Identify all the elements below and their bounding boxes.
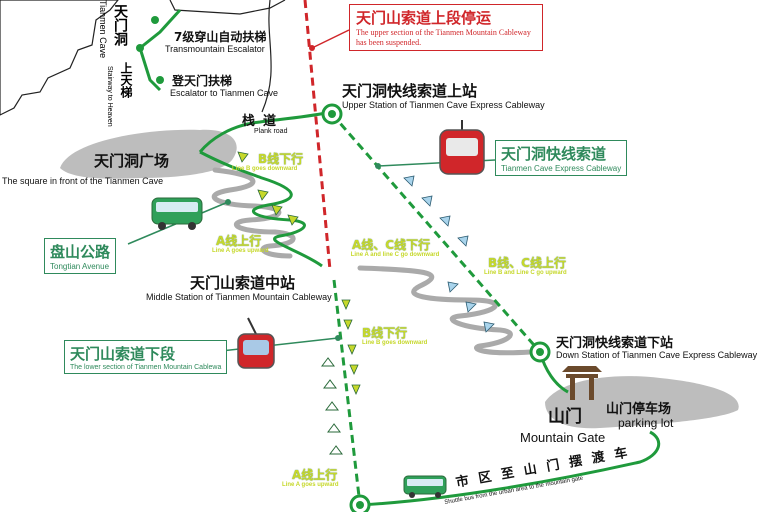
stairs-cn: 上天梯 <box>119 62 133 98</box>
mountain-gate-en: Mountain Gate <box>520 430 606 445</box>
line-a-up-2-en: Line A goes upward <box>282 482 339 488</box>
down-express-cn: 天门洞快线索道下站 <box>556 336 674 351</box>
leader-notice-dot <box>309 45 315 51</box>
lower-down-arrows <box>341 299 361 395</box>
bus-icon <box>403 475 447 498</box>
line-b-down-1-cn: B线下行 <box>258 152 304 166</box>
cave-name-en: Tianmen Cave <box>98 0 108 59</box>
notice-title: 天门山索道上段停运 <box>356 9 492 27</box>
express-cableway-box: 天门洞快线索道 Tianmen Cave Express Cableway <box>495 140 628 176</box>
express-cableway-cn: 天门洞快线索道 <box>501 145 607 163</box>
leader-notice <box>311 29 350 49</box>
lower-section-box: 天门山索道下段 The lower section of Tianmen Mou… <box>64 340 228 374</box>
escalator-transmountain-cn: 7级穿山自动扶梯 <box>174 30 267 44</box>
down-express-en: Down Station of Tianmen Cave Express Cab… <box>556 350 758 360</box>
line-b-down-1-en: Line B goes downward <box>232 166 298 172</box>
gate-icon <box>562 366 602 400</box>
suspension-notice: 天门山索道上段停运 The upper section of the Tianm… <box>349 4 543 51</box>
cave-name-cn: 天门洞 <box>112 4 128 46</box>
middle-station-en: Middle Station of Tianmen Mountain Cable… <box>146 292 332 302</box>
parking-en: parking lot <box>618 416 674 430</box>
line-ac-down-cn: A线、C线下行 <box>352 238 431 252</box>
express-cableway-line <box>330 113 542 353</box>
parking-cn: 山门停车场 <box>606 402 672 417</box>
plank-road-cn: 栈道 <box>242 114 285 129</box>
lower-up-arrows <box>321 357 343 455</box>
escalator-marker <box>136 44 144 52</box>
tongtian-box: 盘山公路 Tongtian Avenue <box>44 238 117 274</box>
express-cableway-en: Tianmen Cave Express Cableway <box>501 164 622 173</box>
escalator-marker <box>151 16 159 24</box>
square-cn: 天门洞广场 <box>94 152 170 170</box>
line-bc-up-cn: B线、C线上行 <box>488 256 566 270</box>
shuttle-route <box>359 430 661 507</box>
mountain-road-route <box>199 150 323 268</box>
station-marker-icon <box>321 103 343 125</box>
suspended-cableway <box>303 0 332 271</box>
lower-section-cn: 天门山索道下段 <box>70 345 176 363</box>
mountain-gate-cn: 山门 <box>548 407 582 427</box>
station-marker-icon <box>349 494 371 512</box>
road-down-arrows <box>237 151 299 226</box>
tongtian-cn: 盘山公路 <box>50 243 111 261</box>
leader-tongtian-dot <box>225 199 231 205</box>
leader-express-dot <box>375 163 381 169</box>
cliff-right <box>169 0 286 15</box>
cable-car-icon <box>237 317 275 369</box>
escalator-cave-cn: 登天门扶梯 <box>172 74 233 88</box>
upper-express-cn: 天门洞快线索道上站 <box>342 82 478 100</box>
upper-express-en: Upper Station of Tianmen Cave Express Ca… <box>342 100 545 110</box>
line-a-up-2-cn: A线上行 <box>292 468 338 482</box>
winding-road-right <box>357 265 533 356</box>
lower-cableway-line <box>332 279 362 506</box>
middle-station-cn: 天门山索道中站 <box>190 274 296 292</box>
winding-road-left <box>211 167 296 259</box>
line-bc-up-en: Line B and Line C go upward <box>484 270 567 276</box>
line-ac-down-en: Line A and line C go downward <box>350 252 440 258</box>
escalator-line-1 <box>139 8 182 50</box>
express-up-arrows <box>403 175 469 247</box>
express-down-arrows <box>447 281 495 333</box>
line-a-up-1-cn: A线上行 <box>216 234 262 248</box>
escalator-line-2 <box>138 47 162 92</box>
escalator-cave-en: Escalator to Tianmen Cave <box>170 88 279 98</box>
notice-subtitle: The upper section of the Tianmen Mountai… <box>356 28 531 47</box>
line-b-down-2-en: Line B goes downward <box>362 340 428 346</box>
square-plateau <box>60 129 237 179</box>
square-en: The square in front of the Tianmen Cave <box>2 176 164 186</box>
leader-lower-dot <box>335 335 341 341</box>
line-a-up-1-en: Line A goes upward <box>212 248 269 254</box>
cliff-left <box>0 0 119 116</box>
stairs-en: Stairway to Heaven <box>106 66 113 127</box>
escalator-transmountain-en: Transmountain Escalator <box>165 44 265 54</box>
escalator-marker <box>156 76 164 84</box>
lower-section-en: The lower section of Tianmen Mountain Ca… <box>70 364 222 371</box>
plank-road-route <box>198 110 331 153</box>
tongtian-en: Tongtian Avenue <box>50 262 110 271</box>
cable-car-icon <box>439 120 485 175</box>
cliff-edge <box>261 0 272 113</box>
line-b-down-2-cn: B线下行 <box>362 326 408 340</box>
bus-icon <box>151 197 203 230</box>
leader-lower <box>211 337 339 353</box>
station-marker-icon <box>529 341 551 363</box>
plank-road-en: Plank road <box>254 128 288 135</box>
